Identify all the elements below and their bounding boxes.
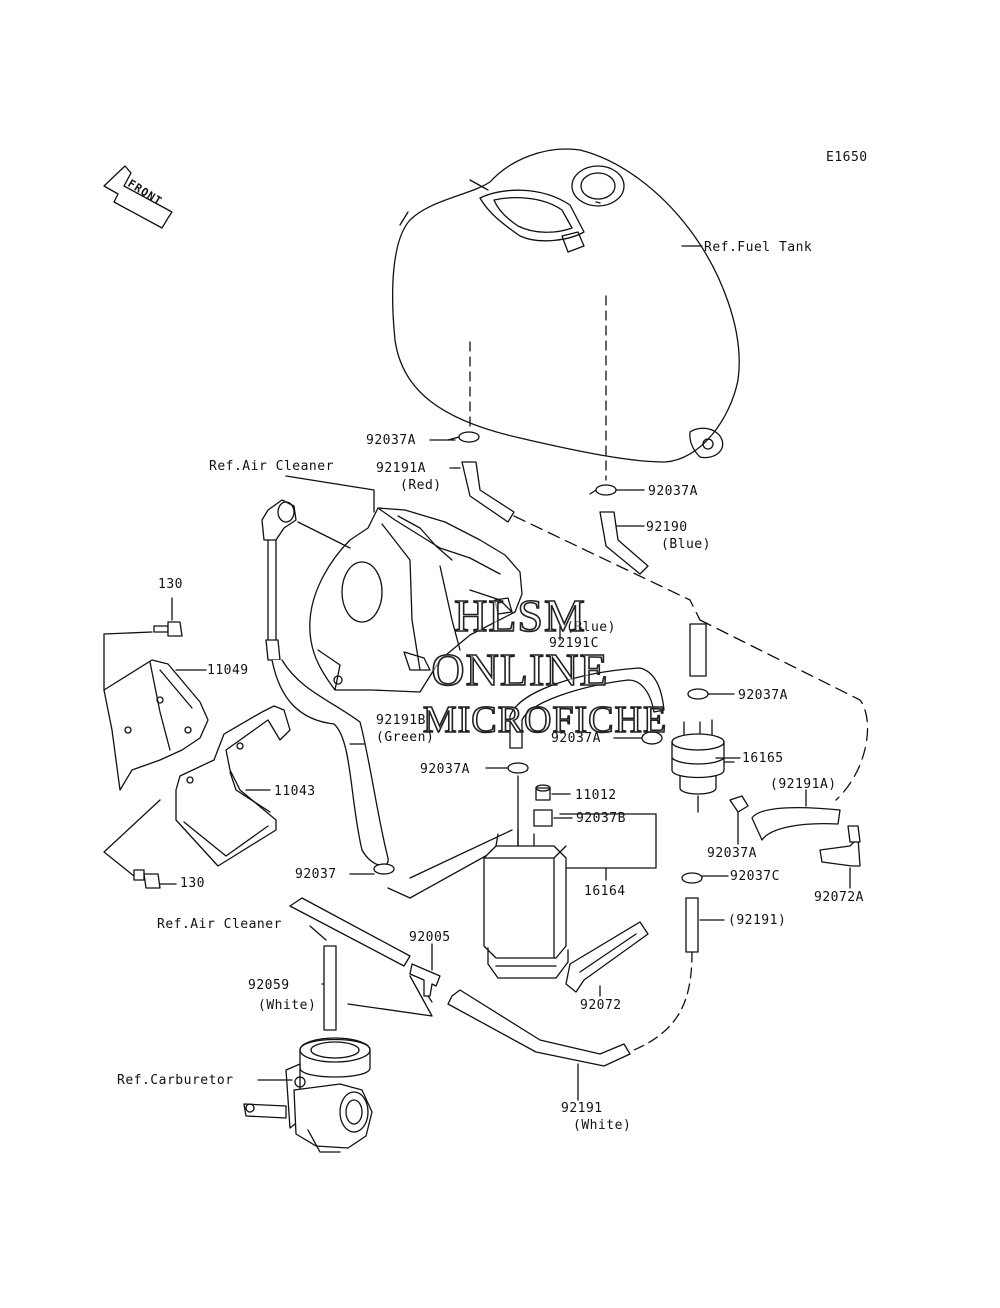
tube-upper-right	[689, 623, 707, 677]
label-92072A: 92072A	[814, 890, 864, 905]
label-92059: 92059	[248, 978, 290, 993]
bolt-130-bottom	[133, 869, 161, 889]
label-16165: 16165	[742, 751, 784, 766]
hose-92191A-ref	[751, 806, 841, 841]
diagram-code: E1650	[826, 150, 868, 165]
label-92059-color: (White)	[258, 998, 317, 1013]
connector-11012	[535, 784, 551, 801]
clip-92037A	[729, 795, 749, 813]
label-92037A-canister: 92037A	[420, 762, 470, 777]
leader-130-top-bracket	[103, 631, 153, 691]
label-92037: 92037	[295, 867, 337, 882]
label-92190-color: (Blue)	[661, 537, 711, 552]
label-ref-fuel-tank: Ref.Fuel Tank	[704, 240, 813, 255]
label-11049: 11049	[207, 663, 249, 678]
label-130-top: 130	[158, 577, 183, 592]
label-92037A-tank: 92037A	[366, 433, 416, 448]
label-92072: 92072	[580, 998, 622, 1013]
carburetor	[243, 1037, 373, 1153]
leader-130-bottom-bracket	[103, 799, 161, 877]
label-92037A-right: 92037A	[648, 484, 698, 499]
strap-92072A	[819, 825, 861, 867]
label-130-bottom: 130	[180, 876, 205, 891]
air-cleaner-housing	[309, 507, 523, 693]
label-92191A: 92191A	[376, 461, 426, 476]
fuel-filter-16165	[671, 719, 735, 813]
bolt-130-top	[153, 621, 183, 637]
front-arrow-icon	[103, 165, 173, 229]
label-92191: 92191	[561, 1101, 603, 1116]
strap-92072	[565, 921, 649, 993]
leader-air-cleaner-bottom	[309, 925, 327, 941]
bracket-11049	[103, 659, 209, 791]
bracket-11043	[175, 705, 291, 867]
label-92191B: 92191B	[376, 713, 426, 728]
hose-92191A-red	[461, 461, 515, 523]
label-ref-air-cleaner-bottom: Ref.Air Cleaner	[157, 917, 282, 932]
dashed-route-right	[699, 619, 869, 801]
label-92037B: 92037B	[576, 811, 626, 826]
label-92037A-mid: 92037A	[551, 731, 601, 746]
watermark-line-1: HLSM	[453, 590, 586, 641]
label-92191C: 92191C	[549, 636, 599, 651]
label-ref-carburetor: Ref.Carburetor	[117, 1073, 234, 1088]
clamp-92037C	[681, 872, 703, 884]
label-92037A-filter: 92037A	[738, 688, 788, 703]
label-92005: 92005	[409, 930, 451, 945]
label-16164: 16164	[584, 884, 626, 899]
hose-92190-blue	[599, 511, 649, 575]
tube-92191-ref	[685, 897, 699, 953]
fitting-92037B	[533, 809, 553, 827]
label-92190: 92190	[646, 520, 688, 535]
label-92037A-clamp: 92037A	[707, 846, 757, 861]
elbow-fitting	[261, 499, 297, 541]
leader-elbow	[297, 521, 351, 549]
label-92191A-color: (Red)	[400, 478, 442, 493]
label-92191-color: (White)	[573, 1118, 632, 1133]
watermark-line-2: ONLINE	[431, 644, 609, 695]
label-11043: 11043	[274, 784, 316, 799]
clamp-92037	[373, 863, 395, 875]
label-92191A-ref: (92191A)	[770, 777, 837, 792]
dashed-route-upper	[513, 515, 701, 621]
label-92191B-color: (Green)	[376, 730, 435, 745]
label-92037C: 92037C	[730, 869, 780, 884]
label-92191-ref: (92191)	[728, 913, 787, 928]
canister-16164	[483, 829, 569, 979]
leader-canister-group	[559, 813, 657, 869]
hose-92191-white	[447, 951, 693, 1067]
t-fitting-92005	[409, 963, 441, 1003]
label-11012: 11012	[575, 788, 617, 803]
hose-92059-white	[323, 945, 337, 1031]
label-ref-air-cleaner-top: Ref.Air Cleaner	[209, 459, 334, 474]
leader-air-cleaner-top	[285, 475, 375, 513]
front-label: FRONT	[125, 176, 165, 209]
watermark-line-3: MICROFICHE	[422, 699, 668, 741]
hose-air-cleaner-bottom	[289, 897, 411, 967]
guide-92005-carb	[347, 975, 433, 1017]
hose-92191C-blue	[509, 667, 665, 749]
label-92191C-color: (Blue)	[566, 620, 616, 635]
fuel-tank-outline	[392, 148, 740, 463]
